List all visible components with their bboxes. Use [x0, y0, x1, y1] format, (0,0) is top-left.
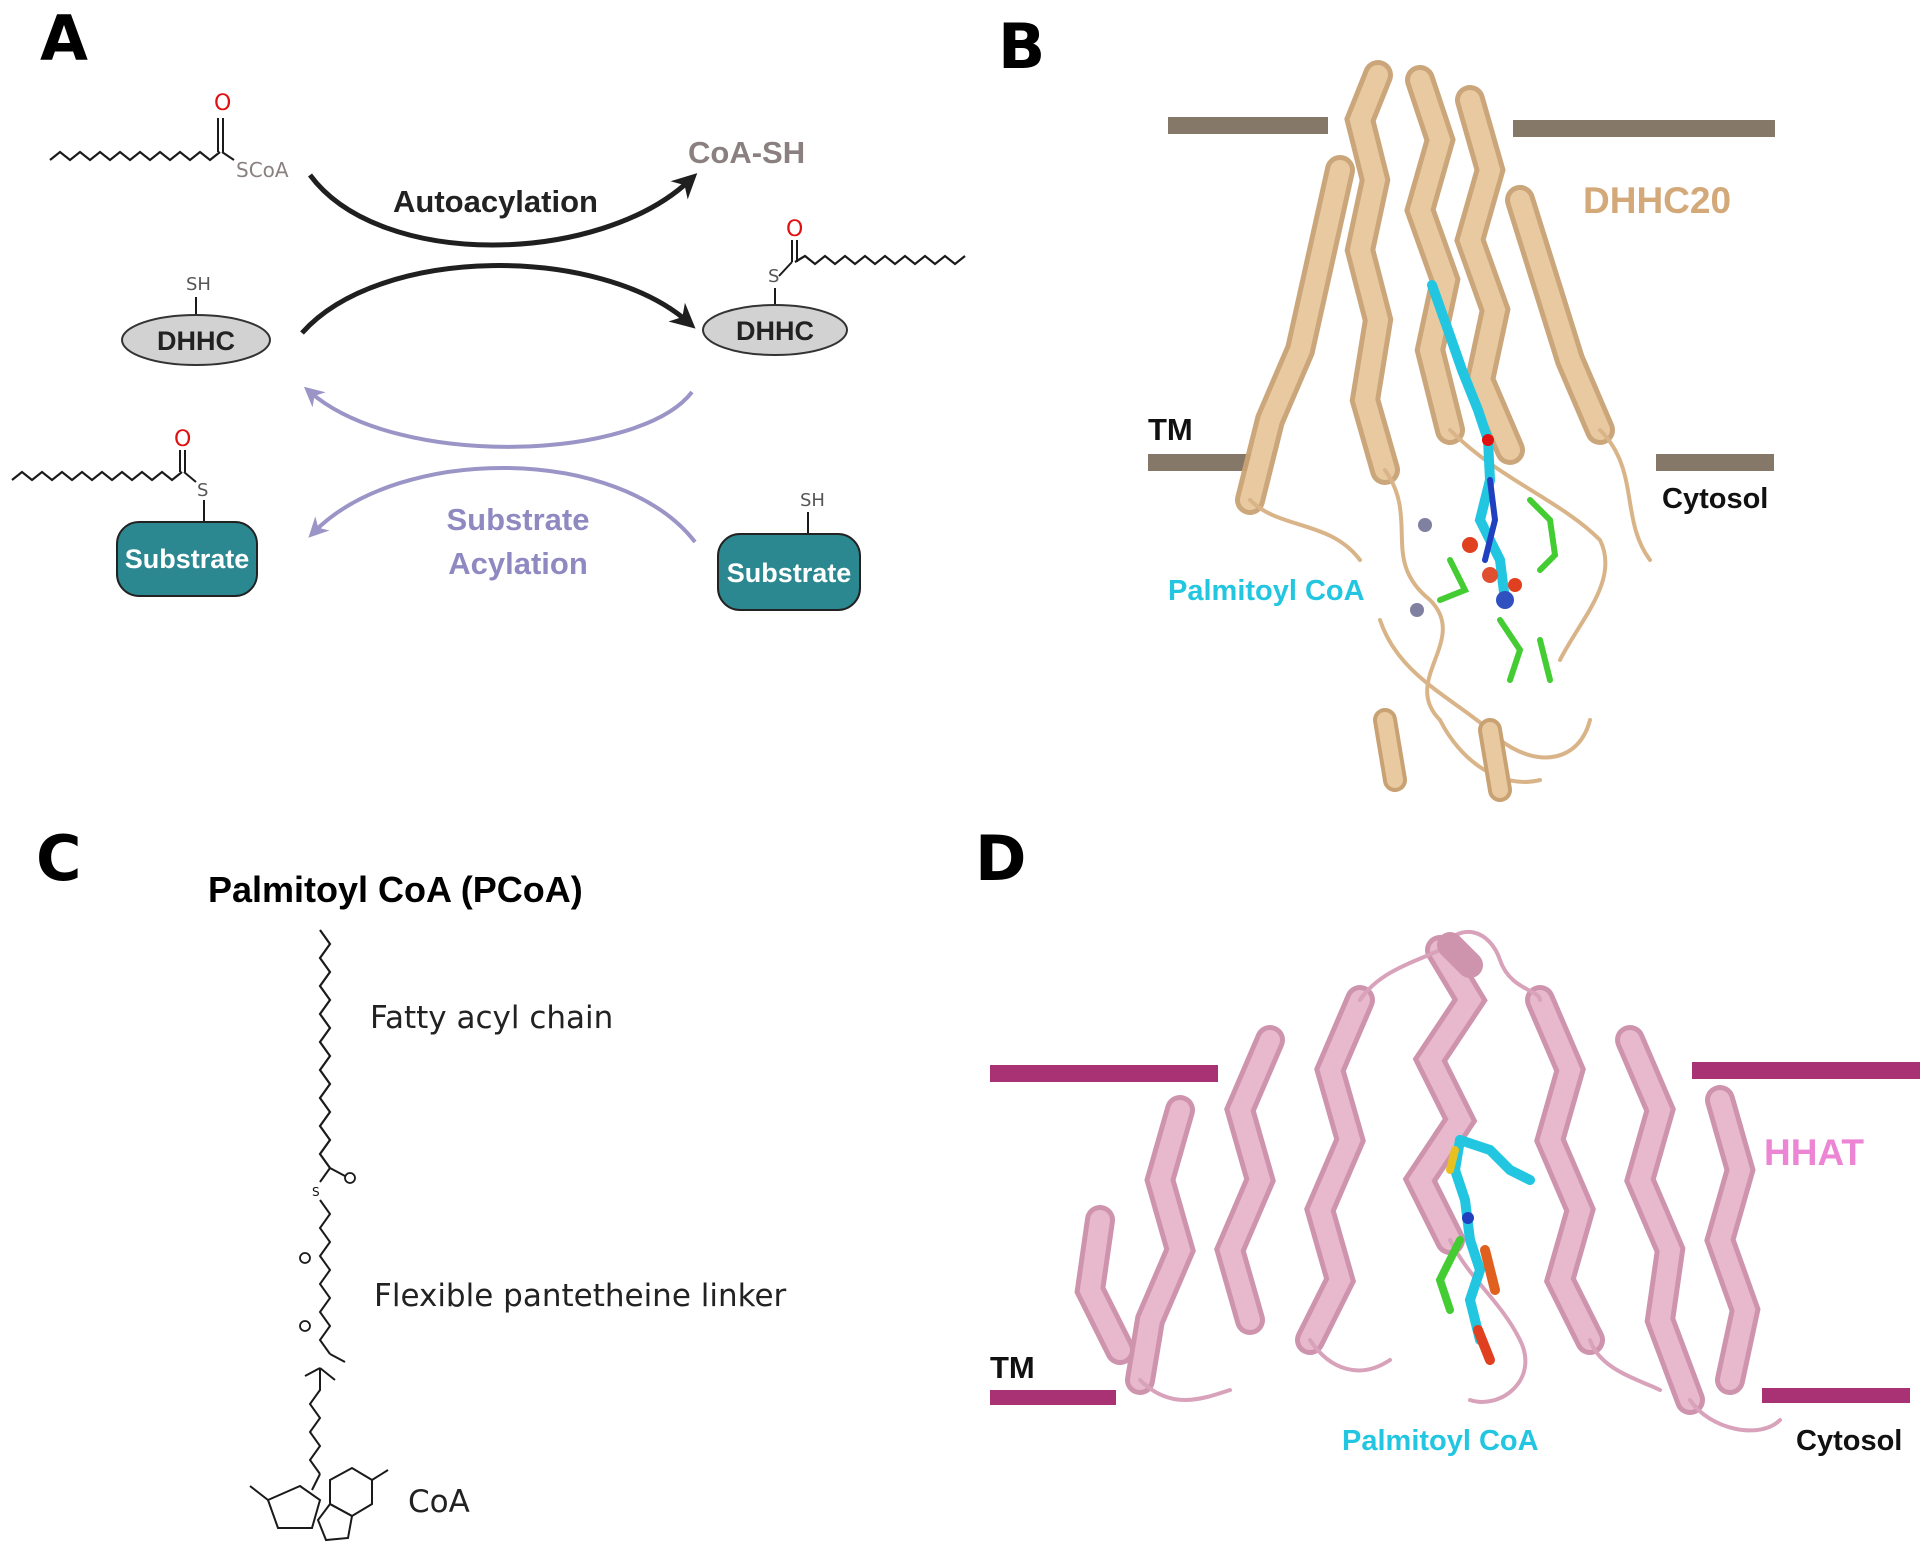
panel-label-a: A: [40, 2, 88, 75]
thioester-s-bond: [319, 1167, 331, 1183]
panel-label-b: B: [998, 10, 1045, 83]
membrane-bottom-right-d: [1762, 1388, 1910, 1403]
dimethyl-bond-1: [304, 1367, 321, 1377]
tm-label-b: TM: [1148, 412, 1193, 447]
dhhc-enzyme-right: [702, 304, 848, 356]
sulfur-atom-c: S: [312, 1185, 320, 1199]
oxygen-top-left: O: [214, 91, 231, 116]
panel-b: B: [998, 10, 1775, 802]
thioester-oxygen-c: [344, 1172, 356, 1184]
substrate-acylation-label-1: Substrate: [447, 502, 590, 537]
substrate-acylation-arrow: [308, 466, 697, 544]
zinc-ion-2: [1410, 603, 1424, 617]
panel-label-d: D: [975, 822, 1026, 895]
substrate-label-right: Substrate: [727, 558, 852, 588]
autoacylation-arrow: [307, 173, 698, 248]
fatty-acyl-chain-label: Fatty acyl chain: [370, 1000, 613, 1036]
hhat-protein-structure: [1074, 929, 1782, 1433]
palmitoyl-coa-label-d: Palmitoyl CoA: [1342, 1425, 1539, 1457]
dhhc-label-left: DHHC: [157, 326, 235, 356]
dimethyl-bond-2: [319, 1367, 336, 1381]
dhhc-label-right: DHHC: [736, 316, 814, 346]
s-bond-substrate: [183, 471, 197, 483]
autoacylation-label: Autoacylation: [393, 184, 598, 219]
s-carbon-bond: [778, 261, 793, 277]
substrate-acylation-label-2: Acylation: [448, 546, 588, 581]
dhhc20-label: DHHC20: [1583, 180, 1731, 221]
sh-label-substrate: SH: [800, 490, 825, 511]
acyl-chain-substrate: [11, 470, 183, 482]
oxygen-substrate: O: [174, 427, 191, 452]
dhhc-regeneration-arrow: [303, 386, 694, 449]
pantetheine-linker-structure: [318, 1199, 332, 1355]
panel-d: D: [975, 822, 1920, 1457]
membrane-bottom-left-d: [990, 1390, 1116, 1405]
s-label-acyl-dhhc: S: [768, 266, 779, 287]
oxygen-acyl-dhhc: O: [786, 217, 803, 242]
thioester-bond-top-left: [221, 151, 235, 161]
acyl-chain-dhhc: [794, 254, 966, 266]
amide-oxygen-2: [299, 1320, 311, 1332]
cytosol-label-d: Cytosol: [1796, 1425, 1902, 1457]
membrane-bottom-left-b: [1148, 454, 1260, 471]
amine-bond: [371, 1469, 389, 1481]
phosphate-3-bond: [249, 1485, 269, 1501]
fatty-acyl-chain-structure: [318, 929, 332, 1169]
coa-label: CoA: [408, 1484, 470, 1520]
zinc-ion-1: [1418, 518, 1432, 532]
membrane-top-left-d: [990, 1065, 1218, 1082]
panel-label-c: C: [36, 822, 82, 895]
pcoa-title: Palmitoyl CoA (PCoA): [208, 869, 583, 910]
substrate-label-left: Substrate: [125, 544, 250, 574]
palmitoyl-coa-label-b: Palmitoyl CoA: [1168, 575, 1365, 607]
sh-label-dhhc: SH: [186, 274, 211, 295]
amide-oxygen-1: [299, 1252, 311, 1264]
adenine-ring-6: [329, 1466, 373, 1518]
dhhc20-protein-structure: [1235, 60, 1652, 802]
membrane-top-right-d: [1692, 1062, 1920, 1079]
membrane-bottom-right-b: [1656, 454, 1774, 471]
panel-a: A O SCoA Autoacylation CoA-SH SH DHHC S …: [11, 2, 966, 611]
coa-sh-label: CoA-SH: [688, 135, 805, 170]
dhhc-acylation-arrow: [300, 263, 696, 335]
thioester-carbonyl-bond: [329, 1167, 346, 1177]
hhat-label: HHAT: [1764, 1132, 1864, 1173]
hydroxyl-bond: [329, 1353, 346, 1363]
pantetheine-linker-label: Flexible pantetheine linker: [374, 1278, 787, 1314]
scoa-label: SCoA: [236, 158, 289, 182]
dhhc-motif-residues: [1437, 497, 1559, 683]
adenine-ring-5: [316, 1502, 354, 1542]
membrane-top-left-b: [1168, 117, 1328, 134]
pyrophosphate-structure: [308, 1368, 322, 1475]
ribose-link: [311, 1473, 321, 1491]
dhhc-enzyme-left: [121, 314, 271, 366]
panel-c: C Palmitoyl CoA (PCoA) S Fatty acyl chai…: [36, 822, 787, 1542]
ribose-ring: [266, 1484, 322, 1529]
cytosol-label-b: Cytosol: [1662, 483, 1768, 515]
palmitoyl-coa-ligand-b: [1427, 280, 1522, 609]
tm-label-d: TM: [990, 1350, 1035, 1385]
s-label-substrate: S: [197, 480, 208, 501]
acyl-chain-top-left: [49, 150, 221, 162]
palmitoyl-coa-ligand-d: [1435, 1135, 1535, 1365]
substrate-acylated: [116, 521, 258, 597]
membrane-top-right-b: [1513, 120, 1775, 137]
substrate-free: [717, 533, 861, 611]
